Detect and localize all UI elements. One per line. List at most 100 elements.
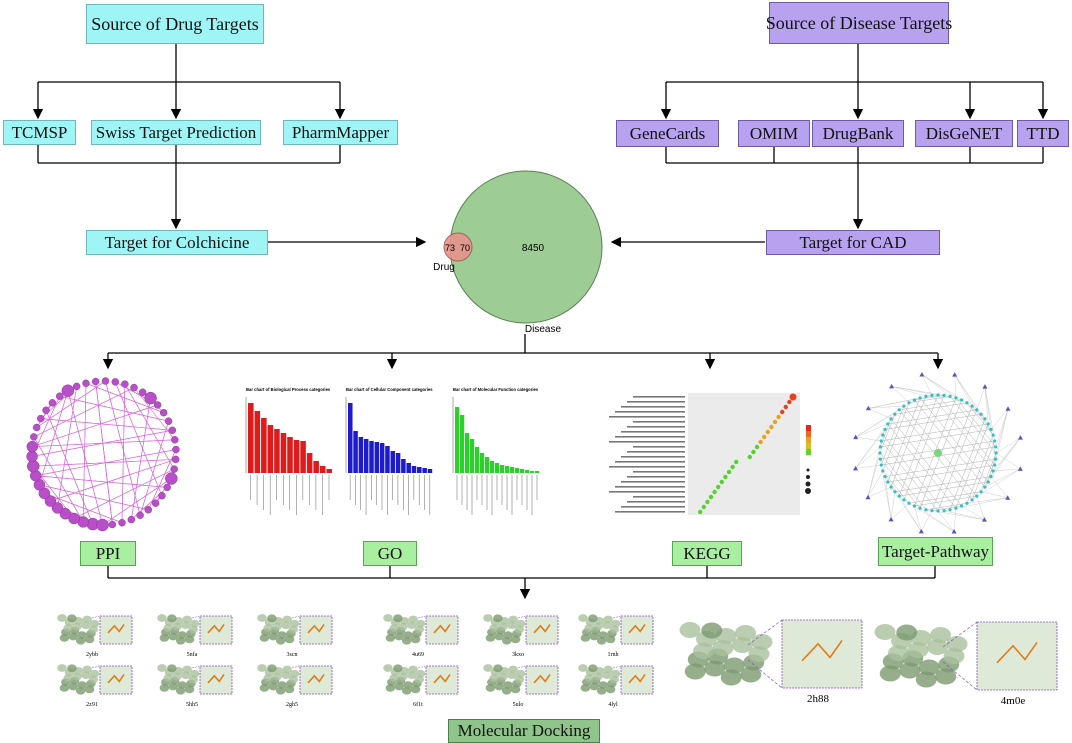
kegg-pathway-label — [621, 481, 685, 483]
go-tick-label — [471, 475, 473, 515]
protein-blob — [167, 664, 177, 673]
tp-target-node — [907, 401, 911, 405]
tp-edge — [867, 470, 883, 498]
docking-inset-2z91 — [99, 665, 133, 695]
protein-blob — [704, 660, 726, 677]
tp-edge — [880, 418, 892, 447]
ppi-edge — [121, 384, 126, 523]
protein-blob — [57, 664, 67, 672]
source-ttd: TTD — [1017, 120, 1069, 147]
tp-edge — [919, 508, 955, 532]
venn-diagram: 73 70 8450 Drug Disease — [433, 170, 603, 335]
docking-zoom-line — [747, 619, 783, 646]
protein-blob — [263, 674, 273, 682]
ppi-edge — [35, 449, 176, 477]
protein-blob — [946, 636, 968, 652]
tp-edge — [966, 435, 994, 504]
protein-blob — [748, 646, 770, 662]
protein-blob — [282, 615, 292, 624]
docking-inset-1rnh — [620, 615, 654, 645]
tp-edge — [984, 468, 1021, 488]
protein-blob — [188, 625, 199, 634]
protein-blob — [503, 631, 513, 639]
protein-blob — [510, 635, 521, 644]
protein-blob — [281, 671, 291, 680]
go-tick-label — [381, 475, 383, 510]
protein-blob — [189, 669, 200, 678]
source-tcmsp: TCMSP — [3, 120, 76, 145]
ppi-node — [171, 436, 179, 444]
protein-blob — [943, 648, 965, 664]
tp-edge — [880, 429, 992, 448]
go-tick-label — [355, 475, 356, 505]
go-tick-label — [276, 475, 277, 500]
protein-blob — [927, 639, 948, 655]
go-bar — [353, 431, 358, 473]
tp-edge — [921, 374, 951, 397]
docking-protein-5nfa — [157, 614, 200, 645]
tp-edge — [887, 481, 922, 532]
protein-blob — [267, 664, 277, 673]
binding-site-inset — [781, 619, 863, 689]
kegg-bubble — [705, 499, 710, 505]
kegg-pathway-label — [627, 501, 685, 503]
protein-blob — [75, 636, 86, 645]
protein-blob — [610, 669, 621, 678]
tp-target-node — [983, 485, 987, 489]
tp-edge — [914, 505, 922, 532]
binding-site-inset — [525, 665, 559, 695]
protein-blob — [177, 681, 187, 689]
protein-blob — [602, 621, 612, 630]
tp-edge — [921, 374, 933, 396]
docking-zoom-line — [191, 615, 201, 619]
ppi-node — [127, 515, 136, 524]
docking-pdb-id: 5hh5 — [186, 702, 198, 708]
go-tick-label — [526, 475, 528, 510]
protein-blob — [182, 665, 192, 674]
tp-target-node — [979, 490, 983, 494]
protein-blob — [189, 619, 200, 628]
kegg-pathway-label — [633, 471, 685, 473]
ppi-edge — [131, 398, 151, 520]
protein-blob — [157, 614, 167, 622]
kegg-size-legend — [806, 468, 810, 472]
go-bar — [411, 466, 417, 473]
docking-pdb-id: 2ybb — [86, 652, 98, 658]
protein-blob — [918, 659, 940, 676]
target-for-cad: Target for CAD — [766, 230, 940, 255]
kegg-bubble — [719, 479, 724, 485]
kegg-bubble-chart-image — [609, 393, 811, 515]
protein-blob — [289, 669, 300, 678]
protein-blob — [578, 664, 588, 672]
protein-blob — [593, 622, 603, 631]
tp-edge — [971, 440, 995, 500]
protein-blob — [483, 614, 493, 622]
protein-blob — [277, 681, 287, 689]
kegg-legend-swatch — [806, 449, 811, 455]
go-bar — [406, 463, 411, 473]
kegg-bubble — [789, 393, 797, 401]
tp-edge — [971, 437, 1021, 501]
docking-inset-4lyl — [620, 665, 654, 695]
protein-blob — [584, 674, 594, 682]
tp-edge — [887, 409, 977, 425]
tp-edge — [984, 437, 1021, 488]
protein-blob — [182, 615, 192, 624]
ligand — [207, 673, 225, 684]
go-bar — [374, 442, 380, 473]
protein-blob — [157, 664, 167, 672]
protein-blob — [598, 681, 608, 689]
protein-blob — [272, 672, 282, 681]
go-bar — [326, 469, 333, 473]
tp-edge — [899, 481, 989, 497]
protein-blob — [930, 627, 951, 643]
protein-blob — [415, 669, 426, 678]
kegg-pathway-label — [615, 461, 685, 463]
docking-pdb-id: 5nfa — [187, 651, 198, 658]
kegg-bubble — [769, 424, 774, 430]
tp-edge — [882, 434, 945, 511]
go-tick-label — [349, 475, 351, 500]
protein-blob — [383, 614, 393, 622]
ppi-node — [91, 377, 100, 386]
ligand — [628, 673, 646, 684]
